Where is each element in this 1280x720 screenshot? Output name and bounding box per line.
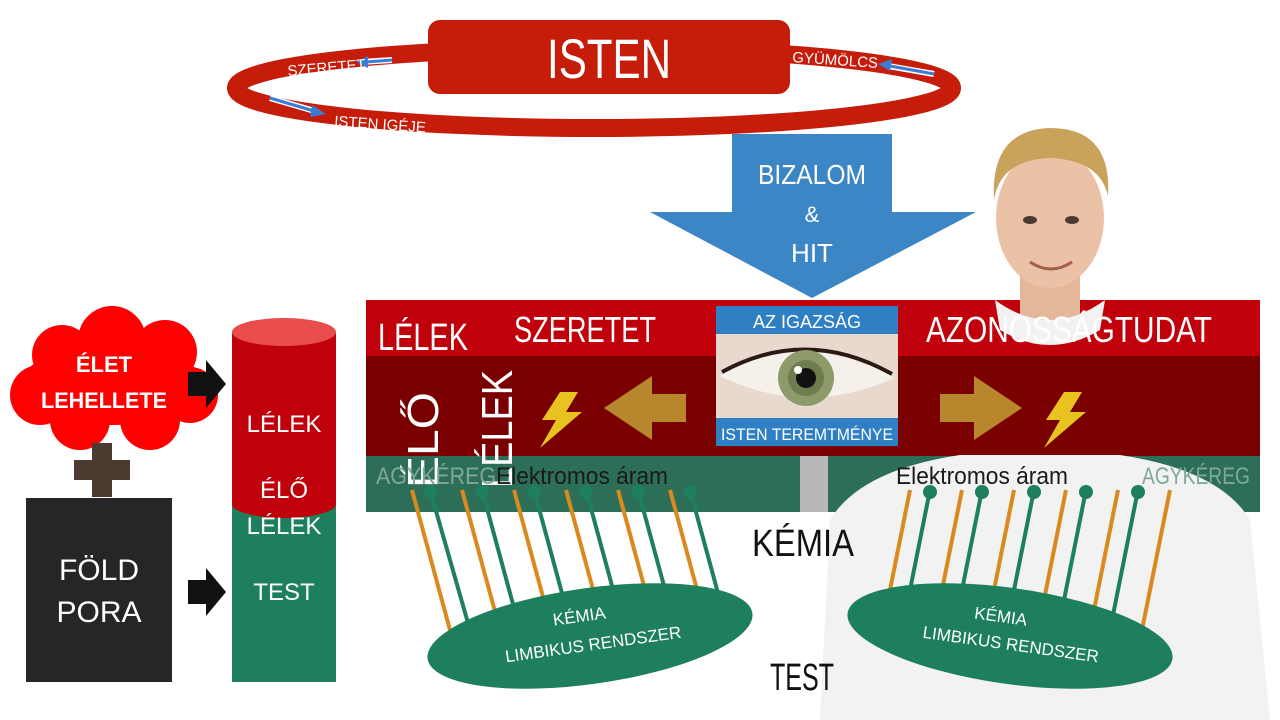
cylinder-body-label: TEST — [253, 579, 315, 606]
cloud-label-1: ÉLET — [76, 352, 133, 377]
trust-label: BIZALOM — [758, 159, 866, 190]
trust-arrow — [650, 134, 976, 298]
arrow-cloud-to-cylinder-icon — [188, 360, 226, 408]
current-right-label: Elektromos áram — [896, 463, 1068, 490]
chemistry-label: KÉMIA — [752, 522, 855, 565]
cylinder-living-label-2: LÉLEK — [247, 513, 322, 540]
dust-label-1: FÖLD — [59, 554, 139, 587]
god-title: ISTEN — [547, 27, 671, 90]
cylinder-soul-part — [232, 332, 336, 504]
band-love-label: SZERETET — [514, 309, 656, 350]
cloud-label-2: LEHELLETE — [41, 388, 167, 413]
cortex-left-label: AGYKÉREG — [376, 463, 496, 490]
cortex-right-label: AGYKÉREG — [1142, 463, 1250, 490]
body-label: TEST — [770, 657, 834, 699]
breath-of-life-cloud — [10, 306, 218, 450]
ring-arrow-word — [269, 95, 326, 117]
and-label: & — [805, 202, 820, 227]
vertical-living-label: ÉLŐ — [399, 392, 448, 488]
limbic-system-right — [847, 583, 1173, 689]
ring-label-word: ISTEN IGÉJE — [334, 113, 427, 136]
ring-label-love: SZERETET — [287, 56, 367, 80]
truth-label-bar — [716, 306, 898, 334]
dust-box — [26, 498, 172, 682]
lightning-right-icon — [1044, 392, 1086, 448]
ring-arrow-fruit — [878, 59, 935, 77]
cylinder-body-part — [232, 500, 336, 682]
arrow-dust-to-cylinder-icon — [188, 568, 226, 616]
ring-label-fruit: GYÜMÖLCS — [792, 48, 879, 72]
plus-icon — [74, 443, 130, 497]
cylinder-top — [232, 318, 336, 346]
god-box — [428, 20, 790, 94]
limbic-system-left — [427, 583, 753, 689]
cortex-band-left — [366, 456, 800, 512]
faith-label: HIT — [791, 238, 833, 268]
vertical-soul-label: LÉLEK — [473, 370, 522, 488]
creation-label-bar — [716, 418, 898, 446]
lightning-left-icon — [540, 392, 582, 448]
arrow-left-icon — [604, 376, 686, 440]
band-soul-label: LÉLEK — [378, 316, 468, 359]
current-left-label: Elektromos áram — [496, 463, 668, 490]
ring-arrow-left — [356, 56, 393, 68]
cylinder-soul-label: LÉLEK — [247, 411, 322, 438]
cylinder-living-label-1: ÉLŐ — [260, 477, 308, 504]
band-identity-label: AZONOSSÁGTUDAT — [926, 309, 1212, 350]
arrow-right-icon — [940, 376, 1022, 440]
dust-label-2: PORA — [56, 596, 141, 629]
cortex-gap — [800, 456, 828, 512]
eye-image — [716, 334, 898, 418]
truth-label: AZ IGAZSÁG — [753, 312, 861, 332]
creation-label: ISTEN TEREMTMÉNYE — [721, 425, 893, 444]
